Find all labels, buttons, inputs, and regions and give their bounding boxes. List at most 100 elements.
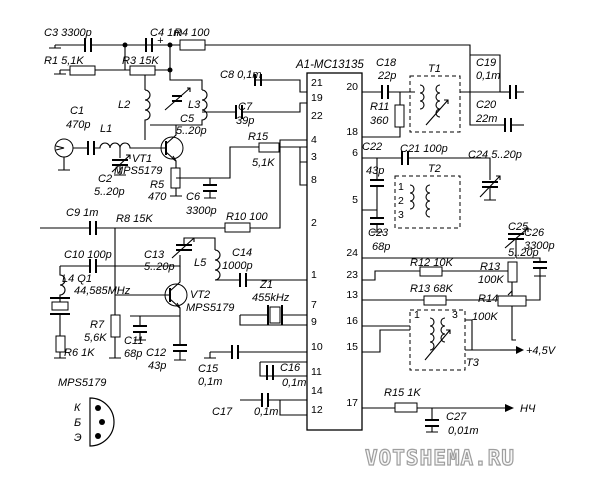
- l2-label: L2: [118, 99, 130, 111]
- c12-value: 43p: [148, 360, 166, 372]
- ic-pin-23: 23: [346, 269, 358, 281]
- ic-pin-3: 3: [311, 151, 317, 163]
- c24-label: C24 5..20p: [468, 149, 522, 161]
- r15a-value: 5,1K: [252, 157, 275, 169]
- ic-pin-17: 17: [346, 397, 358, 409]
- r5-label: R5: [150, 179, 165, 191]
- c27-label: C27: [446, 411, 467, 423]
- t2-pin2: 2: [398, 195, 404, 207]
- r15a-label: R15: [248, 131, 269, 143]
- r1-label: R1 5,1K: [44, 55, 84, 67]
- c22-label: C22: [362, 141, 382, 153]
- pin-b-label: Б: [74, 417, 81, 429]
- ic-pin-20: 20: [346, 81, 358, 93]
- c8-label: C8 0,1m: [220, 69, 262, 81]
- ic-pin-9: 9: [311, 316, 317, 328]
- q1-freq: 44,585MHz: [74, 285, 131, 297]
- t2-label: T2: [428, 163, 441, 175]
- c14-label: C14: [232, 247, 252, 259]
- input-section: C3 3300p C4 1m + R4 100 R1 5,1K R3 15K C…: [44, 27, 471, 217]
- c20-label: C20: [476, 99, 497, 111]
- r6-label: R6 1K: [64, 347, 95, 359]
- c16-value: 0,1m: [282, 377, 306, 389]
- ic-pin-18: 18: [346, 126, 358, 138]
- c1-value: 470p: [66, 119, 90, 131]
- r3-label: R3 15K: [122, 55, 159, 67]
- ic-a1: A1-MC13135: [295, 59, 364, 431]
- c23-value: 68p: [372, 241, 390, 253]
- c21-label: C21 100p: [400, 143, 448, 155]
- r7-value: 5,6K: [84, 332, 107, 344]
- c17-value: 0,1m: [254, 406, 278, 418]
- ic-pin-15: 15: [346, 341, 358, 353]
- q1-label: L4 Q1: [62, 273, 92, 285]
- r4-label: R4 100: [174, 27, 210, 39]
- c7-label: C7: [238, 101, 253, 113]
- pinout-title: MPS5179: [58, 377, 106, 389]
- c7-value: 39p: [236, 115, 254, 127]
- z1-label: Z1: [259, 279, 273, 291]
- r14-label: R14: [478, 293, 498, 305]
- l3-label: L3: [188, 99, 201, 111]
- l5-label: L5: [194, 257, 207, 269]
- c5-label: C5: [180, 113, 195, 125]
- ic-pin-24: 24: [346, 247, 358, 259]
- c1-label: C1: [70, 105, 84, 117]
- c16-label: C16: [280, 362, 301, 374]
- vt1-label: VT1: [132, 153, 152, 165]
- c19-value: 0,1m: [476, 70, 500, 82]
- c15-value: 0,1m: [198, 376, 222, 388]
- ic-pin-12: 12: [311, 404, 323, 416]
- vt2-label: VT2: [190, 289, 210, 301]
- r10-label: R10 100: [226, 211, 268, 223]
- ic-pin-14: 14: [311, 385, 323, 397]
- r12-label: R12 10K: [410, 257, 453, 269]
- r13-value: 100K: [478, 274, 504, 286]
- watermark: VOTSHEMA.RU: [365, 446, 515, 470]
- c22-value: 43p: [366, 165, 384, 177]
- c11-label: C11: [124, 335, 143, 347]
- t3-pin1: 1: [414, 309, 420, 321]
- output-label: НЧ: [520, 403, 536, 415]
- ic-pin-11: 11: [311, 366, 322, 378]
- ic-pin-22: 22: [311, 110, 323, 122]
- r11-label: R11: [370, 101, 389, 113]
- pin-k-label: К: [74, 402, 81, 414]
- vt1-type: MPS5179: [114, 165, 162, 177]
- ic-pin-16: 16: [346, 315, 358, 327]
- l1-label: L1: [100, 123, 112, 135]
- c26-label: C26: [524, 227, 545, 239]
- transistor-pinout: MPS5179 К Б Э: [58, 377, 115, 447]
- c5-value: 5..20p: [176, 125, 207, 137]
- right-section: C18 22p R11 360 T1 C19 0,1m C20 22m C21 …: [362, 54, 557, 437]
- c25-label: C25: [508, 221, 529, 233]
- c9-label: C9 1m: [66, 207, 98, 219]
- r8-label: R8 15K: [116, 213, 153, 225]
- ic-pin-19: 19: [311, 92, 323, 104]
- vcc-label: +4,5V: [526, 345, 557, 357]
- ic-pin-6: 6: [352, 147, 358, 159]
- r7-label: R7: [90, 319, 105, 331]
- c23-label: C23: [368, 227, 389, 239]
- c19-label: C19: [476, 57, 496, 69]
- c4-plus: +: [157, 35, 164, 47]
- ic-pin-2: 2: [311, 217, 317, 229]
- c2-label: C2: [98, 173, 112, 185]
- c25-value: 5..20p: [508, 247, 539, 259]
- r15b-label: R15 1K: [384, 387, 421, 399]
- c26-value: 3300p: [524, 240, 555, 252]
- c18-value: 22p: [377, 70, 396, 82]
- c10-label: C10 100p: [64, 249, 112, 261]
- c18-label: C18: [376, 57, 397, 69]
- t3-pin3: 3: [452, 309, 458, 321]
- ic-pin-7: 7: [311, 299, 317, 311]
- c20-value: 22m: [475, 113, 497, 125]
- ic-pin-8: 8: [311, 174, 317, 186]
- c15-label: C15: [198, 363, 219, 375]
- t1-label: T1: [428, 63, 441, 75]
- r13b-label: R13 68K: [410, 283, 453, 295]
- r13-label: R13: [480, 261, 501, 273]
